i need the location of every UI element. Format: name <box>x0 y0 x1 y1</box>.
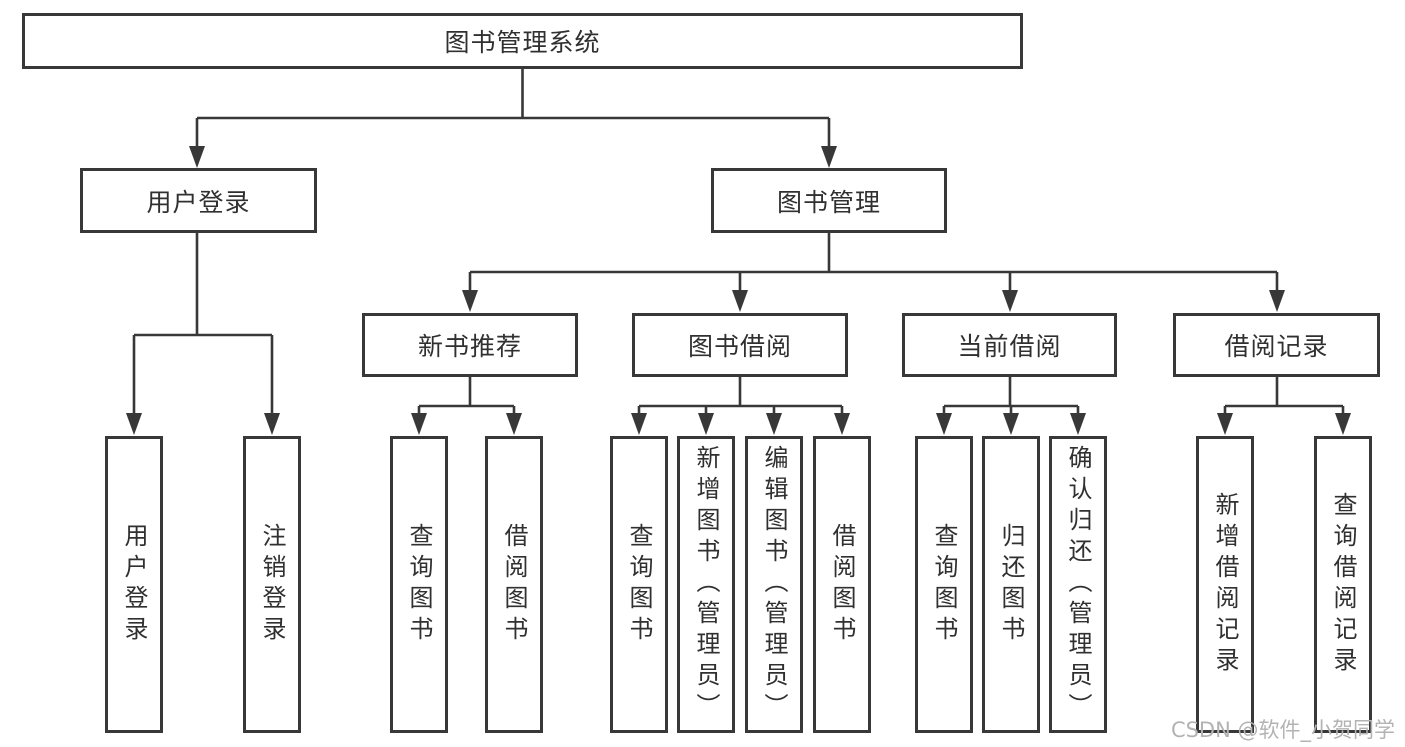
node-user-login-label: 用户登录 <box>146 187 251 217</box>
leaf-confirm-return-admin-label: 确认归还（管理员） <box>1064 445 1092 724</box>
node-current-borrowing-label: 当前借阅 <box>957 332 1062 361</box>
node-borrowing-records: 借阅记录 <box>1173 313 1380 377</box>
leaf-query-books-recommend: 查询图书 <box>390 436 448 733</box>
node-book-management-label: 图书管理 <box>776 187 881 217</box>
node-user-login: 用户登录 <box>80 168 317 233</box>
leaf-borrow-books-borrowing: 借阅图书 <box>813 436 871 733</box>
leaf-query-books-borrowing: 查询图书 <box>610 436 668 733</box>
leaf-query-books-borrowing-label: 查询图书 <box>625 522 653 647</box>
node-current-borrowing: 当前借阅 <box>902 313 1117 377</box>
node-borrowing-records-label: 借阅记录 <box>1224 332 1329 361</box>
node-book-management: 图书管理 <box>711 168 947 233</box>
leaf-borrow-books-borrowing-label: 借阅图书 <box>828 522 856 647</box>
connector-borrowing-records-to-leaves <box>1217 377 1351 435</box>
leaf-add-borrow-record-label: 新增借阅记录 <box>1211 491 1239 678</box>
csdn-watermark: CSDN @软件_小贺同学 <box>1170 718 1395 742</box>
node-new-book-recommend: 新书推荐 <box>362 313 578 377</box>
leaf-edit-books-admin: 编辑图书（管理员） <box>745 436 803 733</box>
leaf-user-login: 用户登录 <box>105 436 163 733</box>
connector-current-borrowing-to-leaves <box>936 377 1086 435</box>
node-book-borrowing-label: 图书借阅 <box>687 332 792 361</box>
leaf-logout: 注销登录 <box>243 436 301 733</box>
leaf-query-borrow-record-label: 查询借阅记录 <box>1329 491 1357 678</box>
node-root-label: 图书管理系统 <box>444 28 601 57</box>
leaf-confirm-return-admin: 确认归还（管理员） <box>1049 436 1107 733</box>
connector-book-management-to-level3 <box>462 233 1285 312</box>
connector-root-to-level2 <box>189 69 837 168</box>
leaf-query-books-current-label: 查询图书 <box>930 522 958 647</box>
connector-new-book-recommend-to-leaves <box>411 377 522 435</box>
leaf-query-borrow-record: 查询借阅记录 <box>1314 436 1372 733</box>
leaf-add-books-admin: 新增图书（管理员） <box>677 436 735 733</box>
leaf-add-borrow-record: 新增借阅记录 <box>1196 436 1254 733</box>
leaf-query-books-recommend-label: 查询图书 <box>405 522 433 647</box>
leaf-return-books-label: 归还图书 <box>997 522 1025 647</box>
connector-book-borrowing-to-leaves <box>631 377 850 435</box>
node-root: 图书管理系统 <box>22 13 1023 69</box>
leaf-borrow-books-recommend-label: 借阅图书 <box>500 522 528 647</box>
leaf-user-login-label: 用户登录 <box>120 522 148 647</box>
leaf-return-books: 归还图书 <box>982 436 1040 733</box>
node-book-borrowing: 图书借阅 <box>632 313 848 377</box>
leaf-add-books-admin-label: 新增图书（管理员） <box>692 445 720 724</box>
node-new-book-recommend-label: 新书推荐 <box>417 332 522 361</box>
connector-user-login-to-leaves <box>126 233 280 435</box>
leaf-query-books-current: 查询图书 <box>915 436 973 733</box>
leaf-edit-books-admin-label: 编辑图书（管理员） <box>760 445 788 724</box>
leaf-logout-label: 注销登录 <box>258 522 286 647</box>
leaf-borrow-books-recommend: 借阅图书 <box>485 436 543 733</box>
